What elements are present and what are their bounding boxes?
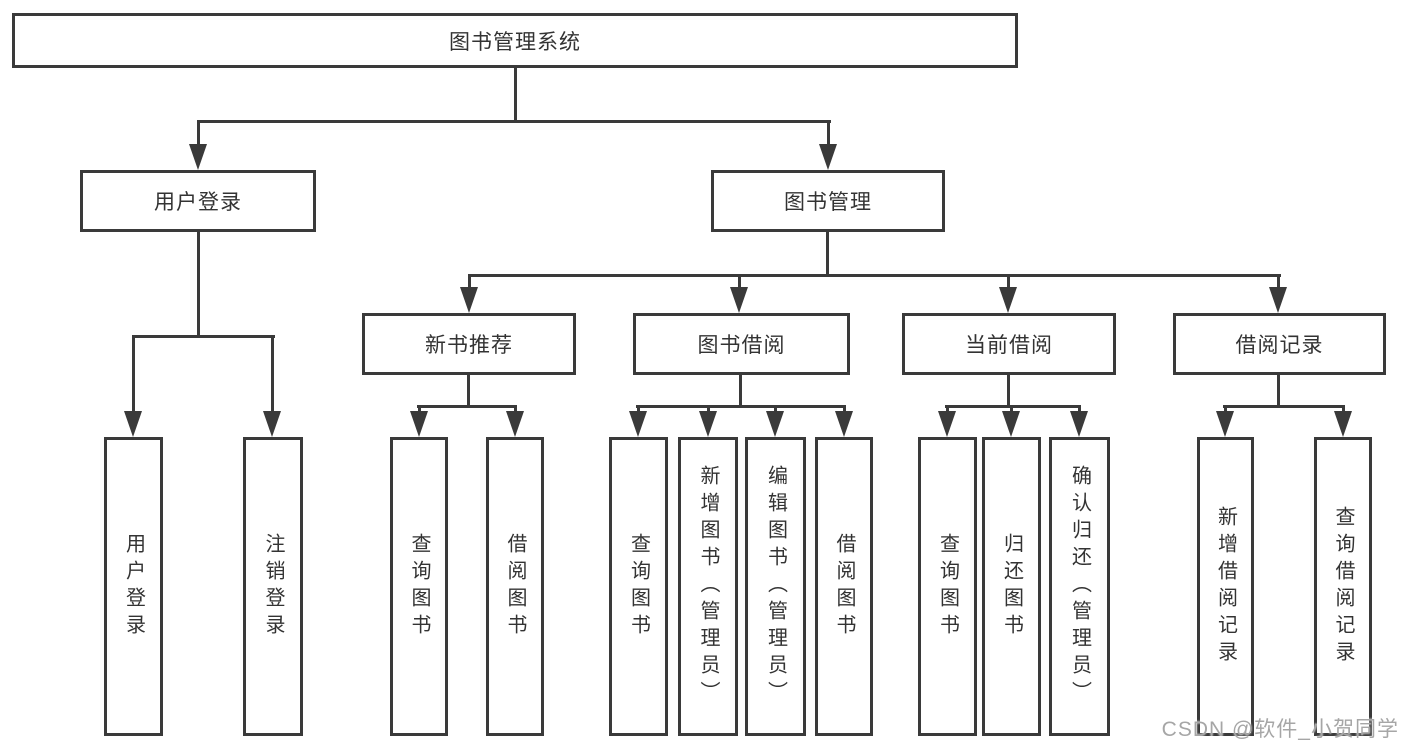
leaf-record-query-label: 查询借阅记录 [1332,505,1354,668]
node-book-mgmt-label: 图书管理 [784,191,872,214]
leaf-return-book-label: 归还图书 [1000,532,1023,641]
connector-newbook-stem-1 [418,405,421,413]
arrowhead-logout-leaf-icon [263,411,281,437]
connector-newbook-vline [467,375,470,408]
connector-root-right-stem [827,120,830,146]
leaf-record-add: 新增借阅记录 [1197,437,1254,736]
leaf-confirm-return-admin: 确认归还（管理员） [1049,437,1110,736]
node-new-book-rec-label: 新书推荐 [425,334,513,357]
connector-current-stem-3 [1078,405,1081,413]
leaf-borrow-edit-admin-label: 编辑图书（管理员） [764,465,787,708]
leaf-borrow-edit-admin: 编辑图书（管理员） [745,437,806,736]
connector-newbook-stem-2 [514,405,517,413]
node-borrow-records-label: 借阅记录 [1235,334,1324,357]
connector-userlogin-stem-2 [271,335,274,413]
arrowhead-newbook-leaf1-icon [410,411,428,437]
arrowhead-current-leaf3-icon [1070,411,1088,437]
arrowhead-borrow-leaf4-icon [835,411,853,437]
node-new-book-rec: 新书推荐 [362,313,576,375]
connector-userlogin-vline [197,232,200,335]
leaf-confirm-return-admin-label: 确认归还（管理员） [1068,465,1091,708]
arrowhead-login-leaf-icon [124,411,142,437]
node-root: 图书管理系统 [12,13,1018,68]
connector-newbook-hline [417,405,517,408]
arrowhead-borrow-icon [730,287,748,313]
arrowhead-records-leaf1-icon [1216,411,1234,437]
leaf-borrow-query: 查询图书 [609,437,668,736]
node-user-login: 用户登录 [80,170,316,232]
connector-root-left-stem [197,120,200,146]
leaf-borrow-query-label: 查询图书 [627,532,650,641]
connector-current-stem-1 [946,405,949,413]
leaf-user-login: 用户登录 [104,437,163,736]
leaf-borrow-book-label: 借阅图书 [833,532,855,641]
leaf-newbook-query: 查询图书 [390,437,448,736]
connector-borrow-stem-2 [707,405,710,413]
arrowhead-borrow-leaf1-icon [629,411,647,437]
connector-root-vline [514,68,517,120]
leaf-return-book: 归还图书 [982,437,1041,736]
arrowhead-current-icon [999,287,1017,313]
node-book-borrow-label: 图书借阅 [697,334,786,357]
connector-current-stem-2 [1010,405,1013,413]
leaf-current-query: 查询图书 [918,437,977,736]
connector-records-vline [1277,375,1280,408]
leaf-newbook-borrow: 借阅图书 [486,437,544,736]
connector-borrow-stem-4 [843,405,846,413]
leaf-record-query: 查询借阅记录 [1314,437,1372,736]
node-current-borrow: 当前借阅 [902,313,1116,375]
arrowhead-current-leaf1-icon [938,411,956,437]
arrowhead-current-leaf2-icon [1002,411,1020,437]
connector-borrow-vline [739,375,742,408]
connector-borrow-hline [636,405,846,408]
connector-bookmgmt-stem-2 [738,274,741,289]
leaf-borrow-book: 借阅图书 [815,437,873,736]
connector-root-hline [197,120,831,123]
leaf-borrow-add-admin-label: 新增图书（管理员） [697,465,719,708]
leaf-newbook-query-label: 查询图书 [408,532,430,641]
connector-bookmgmt-vline [826,232,829,274]
connector-records-hline [1223,405,1345,408]
node-book-borrow: 图书借阅 [633,313,850,375]
arrowhead-records-leaf2-icon [1334,411,1352,437]
leaf-user-login-label: 用户登录 [122,532,145,641]
connector-userlogin-hline [132,335,275,338]
node-user-login-label: 用户登录 [154,191,242,214]
leaf-borrow-add-admin: 新增图书（管理员） [678,437,738,736]
leaf-logout: 注销登录 [243,437,303,736]
connector-userlogin-stem-1 [132,335,135,413]
connector-bookmgmt-hline [468,274,1281,277]
connector-bookmgmt-stem-3 [1007,274,1010,289]
arrowhead-newbook-leaf2-icon [506,411,524,437]
arrowhead-borrow-leaf3-icon [766,411,784,437]
leaf-current-query-label: 查询图书 [936,532,959,641]
node-book-mgmt: 图书管理 [711,170,945,232]
connector-bookmgmt-stem-4 [1277,274,1280,289]
connector-current-hline [945,405,1081,408]
connector-current-vline [1007,375,1010,408]
node-root-label: 图书管理系统 [449,30,581,54]
watermark: CSDN @软件_小贺同学 [1161,718,1399,741]
leaf-newbook-borrow-label: 借阅图书 [504,532,526,641]
node-borrow-records: 借阅记录 [1173,313,1386,375]
arrowhead-records-icon [1269,287,1287,313]
arrowhead-user-login-icon [189,144,207,170]
arrowhead-newbook-icon [460,287,478,313]
connector-records-stem-1 [1224,405,1227,413]
leaf-logout-label: 注销登录 [262,532,284,641]
leaf-record-add-label: 新增借阅记录 [1214,505,1237,668]
connector-bookmgmt-stem-1 [468,274,471,289]
connector-records-stem-2 [1342,405,1345,413]
arrowhead-borrow-leaf2-icon [699,411,717,437]
connector-borrow-stem-1 [637,405,640,413]
arrowhead-book-mgmt-icon [819,144,837,170]
connector-borrow-stem-3 [774,405,777,413]
node-current-borrow-label: 当前借阅 [965,334,1053,357]
